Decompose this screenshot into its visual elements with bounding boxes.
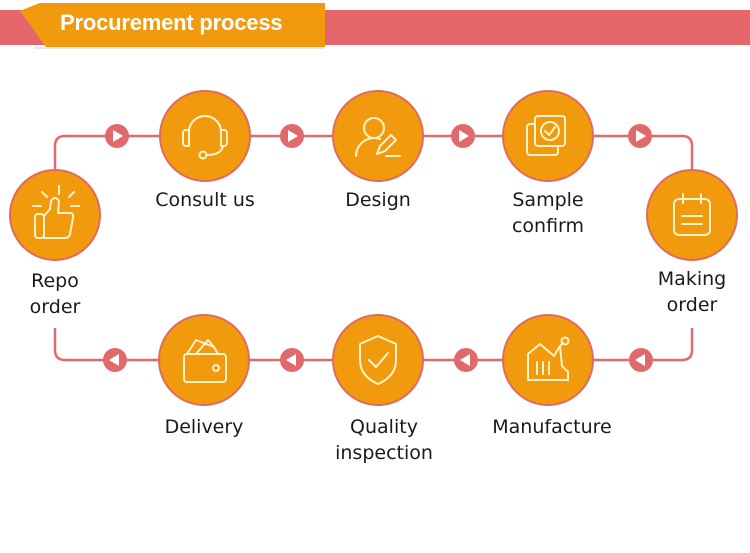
step-circle <box>332 90 424 182</box>
step-circle <box>9 169 101 261</box>
step-label-manufacture: Manufacture <box>492 414 611 440</box>
shield-check-icon <box>359 335 397 385</box>
step-node-consult <box>159 90 251 182</box>
step-circle <box>159 90 251 182</box>
step-label-line: Quality <box>350 416 418 438</box>
step-label-delivery: Delivery <box>165 414 244 440</box>
calendar-icon <box>673 193 711 236</box>
step-circle <box>158 314 250 406</box>
step-node-manufacture <box>502 314 594 406</box>
arrow-left-icon <box>629 348 653 372</box>
layers-check-icon <box>526 115 566 156</box>
arrow-left-icon <box>280 348 304 372</box>
user-edit-icon <box>354 117 401 157</box>
step-label-line: Sample <box>512 189 584 211</box>
step-label-design: Design <box>345 187 411 213</box>
factory-icon <box>527 336 570 381</box>
step-label-line: Manufacture <box>492 416 612 438</box>
arrow-right-icon <box>451 124 475 148</box>
wallet-icon <box>183 339 227 383</box>
step-label-quality: Quality inspection <box>335 414 433 466</box>
arrow-right-icon <box>628 124 652 148</box>
headset-icon <box>182 115 228 160</box>
step-label-repo: Repo order <box>30 268 81 320</box>
step-node-making <box>646 169 738 261</box>
step-label-line: confirm <box>511 215 585 237</box>
step-node-delivery <box>158 314 250 406</box>
arrow-left-icon <box>103 348 127 372</box>
arrow-right-icon <box>105 124 129 148</box>
step-node-quality <box>332 314 424 406</box>
nodes <box>9 90 738 406</box>
step-circle <box>502 314 594 406</box>
step-node-sample <box>502 90 594 182</box>
arrows <box>103 124 653 372</box>
step-label-line: Repo <box>31 270 79 292</box>
arrow-left-icon <box>454 348 478 372</box>
step-label-line: Design <box>345 189 411 211</box>
step-label-making: Making order <box>658 266 726 318</box>
step-circle <box>332 314 424 406</box>
page-title: Procurement process <box>60 10 283 35</box>
header-title-tag <box>20 3 325 49</box>
step-label-line: Making <box>657 268 727 290</box>
step-node-repo <box>9 169 101 261</box>
step-circle <box>502 90 594 182</box>
step-label-sample: Sample confirm <box>512 187 584 239</box>
step-node-design <box>332 90 424 182</box>
step-label-line: inspection <box>335 442 433 464</box>
arrow-right-icon <box>280 124 304 148</box>
step-label-line: Consult us <box>155 189 255 211</box>
step-label-line: Delivery <box>164 416 244 438</box>
step-label-consult: Consult us <box>155 187 255 213</box>
thumbs-up-icon <box>32 185 80 239</box>
step-label-line: order <box>29 296 81 318</box>
step-label-line: order <box>666 294 718 316</box>
